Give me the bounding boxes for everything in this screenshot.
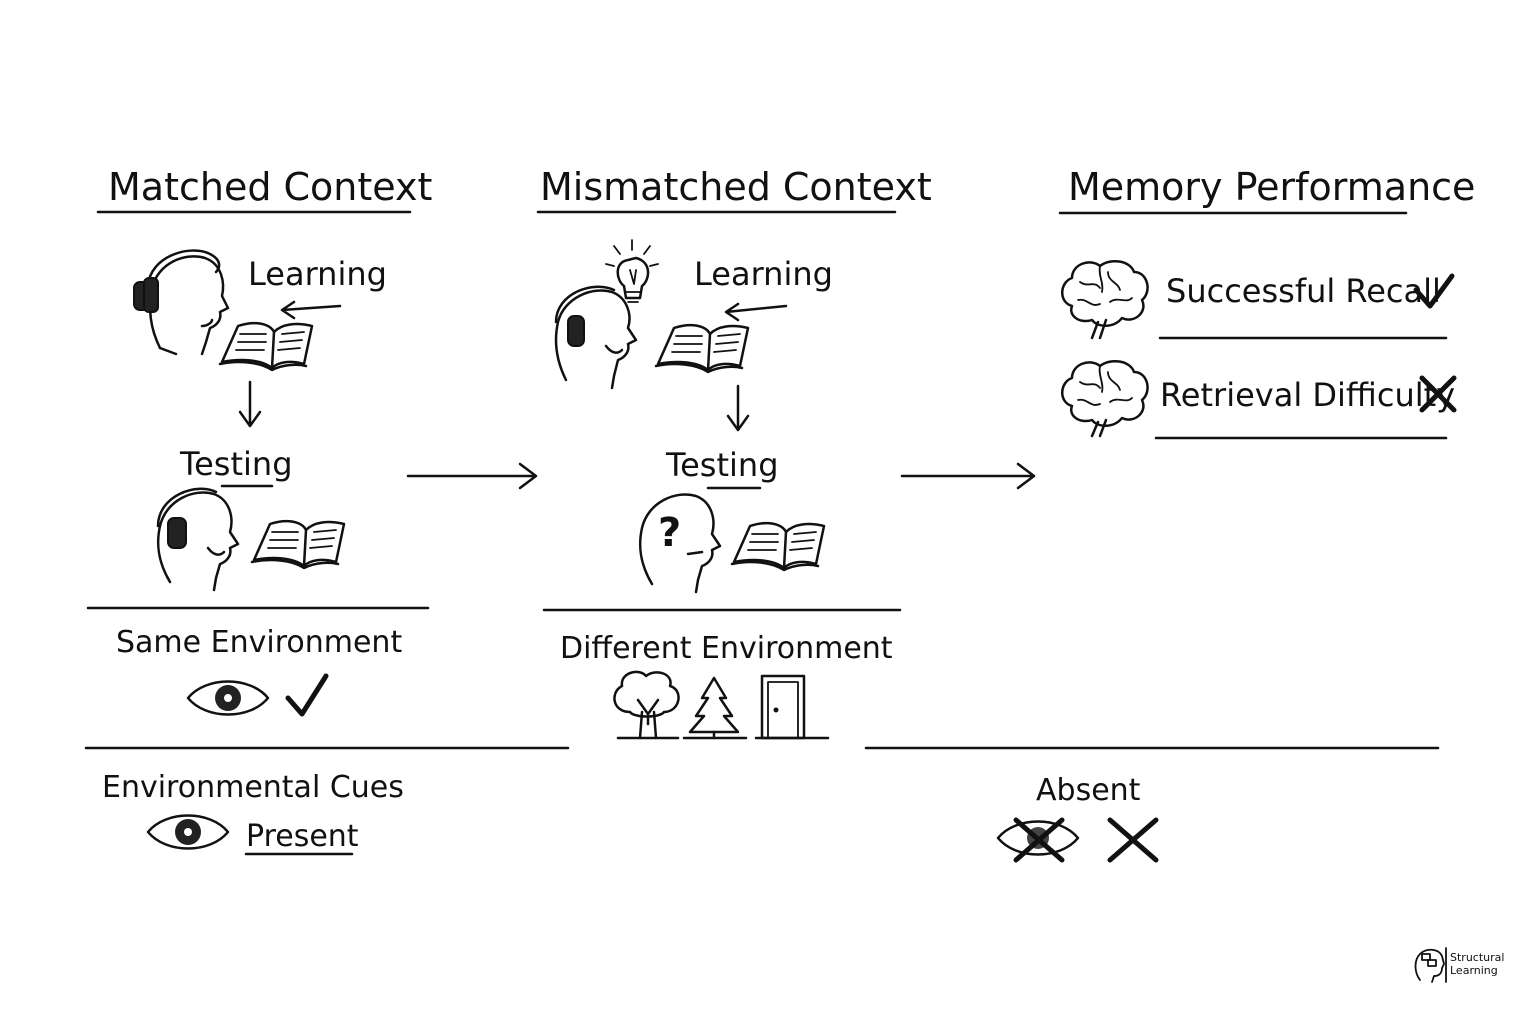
same-environment-label: Same Environment bbox=[116, 625, 402, 660]
cross-icon bbox=[1419, 375, 1457, 413]
structural-learning-logo: Structural Learning bbox=[1414, 947, 1504, 983]
brain-icon bbox=[1061, 259, 1149, 340]
confused-head-icon: ? bbox=[638, 493, 722, 594]
cues-absent-label: Absent bbox=[1036, 773, 1141, 808]
successful-recall-label: Successful Recall bbox=[1166, 272, 1441, 310]
cross-icon bbox=[1107, 817, 1159, 863]
mismatched-context-heading: Mismatched Context bbox=[540, 165, 932, 209]
headphones-head-icon bbox=[554, 285, 638, 390]
mismatched-learning-label: Learning bbox=[694, 255, 833, 293]
brain-icon bbox=[1061, 359, 1149, 438]
open-book-icon bbox=[250, 519, 346, 570]
lightbulb-icon bbox=[605, 239, 659, 303]
environmental-cues-label: Environmental Cues bbox=[102, 770, 404, 805]
open-book-icon bbox=[654, 323, 750, 374]
cues-present-label: Present bbox=[246, 819, 359, 854]
retrieval-difficulty-label: Retrieval Difficulty bbox=[1160, 376, 1455, 414]
arrow-left-icon bbox=[280, 300, 342, 320]
arrow-down-icon bbox=[238, 380, 262, 428]
open-book-icon bbox=[218, 321, 314, 372]
mismatched-testing-label: Testing bbox=[665, 446, 779, 484]
arrow-left-icon bbox=[724, 302, 788, 322]
check-icon bbox=[1413, 273, 1455, 309]
flow-arrow-icon bbox=[406, 462, 538, 490]
headphones-head-icon bbox=[133, 249, 230, 356]
logo-text-line1: Structural bbox=[1450, 951, 1504, 964]
flow-arrow-icon bbox=[900, 462, 1036, 490]
different-environment-label: Different Environment bbox=[560, 631, 893, 666]
question-mark-icon: ? bbox=[658, 510, 681, 556]
memory-performance-heading: Memory Performance bbox=[1068, 165, 1475, 209]
check-icon bbox=[285, 673, 329, 717]
door-icon bbox=[754, 674, 830, 740]
matched-testing-label: Testing bbox=[179, 445, 293, 483]
eye-icon bbox=[186, 680, 270, 716]
pine-tree-icon bbox=[682, 676, 748, 740]
eye-icon bbox=[146, 814, 230, 850]
logo-text-line2: Learning bbox=[1450, 964, 1498, 977]
matched-context-heading: Matched Context bbox=[108, 165, 432, 209]
arrow-down-icon bbox=[726, 384, 750, 432]
headphones-head-icon bbox=[156, 487, 240, 592]
open-book-icon bbox=[730, 521, 826, 572]
matched-learning-label: Learning bbox=[248, 255, 387, 293]
crossed-eye-icon bbox=[996, 817, 1080, 863]
tree-icon bbox=[613, 670, 680, 740]
